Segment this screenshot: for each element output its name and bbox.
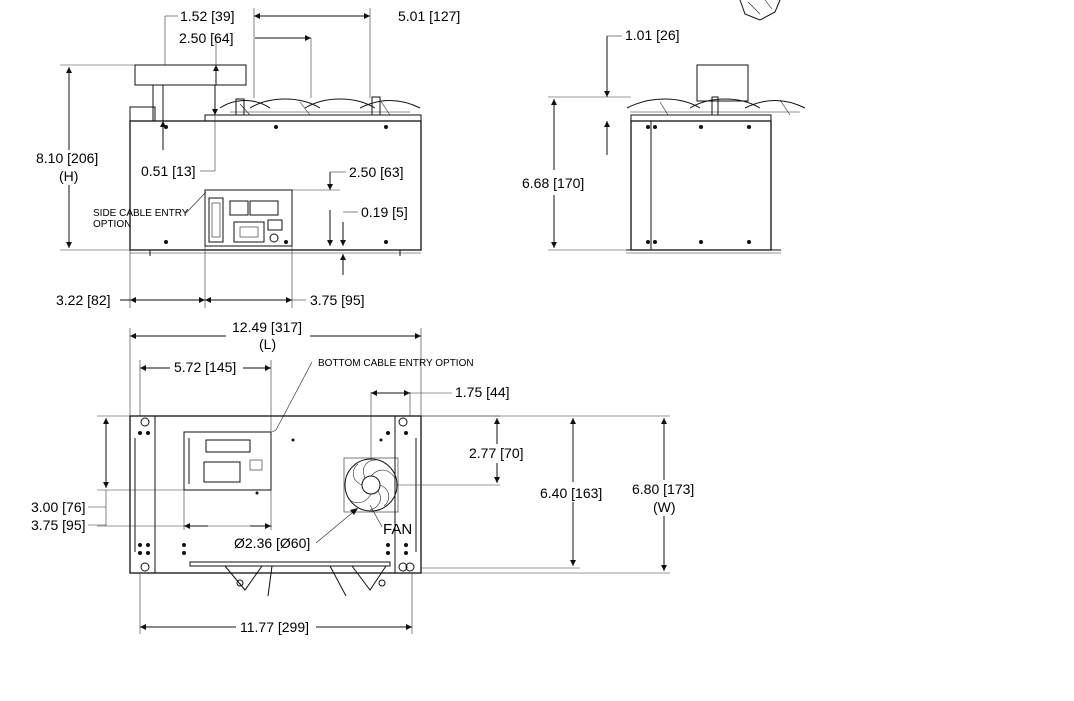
dim-top-fan-offset: 1.75 [44] [455, 384, 510, 400]
dim-front-height: 8.10 [206] [36, 150, 98, 166]
dim-front-ledge: 0.51 [13] [141, 163, 196, 179]
dim-top-length: 12.49 [317] [232, 319, 302, 335]
label-side-cable-line1: SIDE CABLE ENTRY [93, 208, 189, 219]
dim-front-top-offset: 1.52 [39] [180, 8, 235, 24]
dim-side-top-gap: 1.01 [26] [625, 27, 680, 43]
dim-front-left-offset: 3.22 [82] [56, 292, 111, 308]
screw-set-side [646, 125, 751, 244]
dim-front-foot: 0.19 [5] [361, 204, 408, 220]
dim-front-panel-height: 2.50 [63] [349, 164, 404, 180]
dim-top-panel-offset: 5.72 [145] [174, 359, 236, 375]
dim-side-height: 6.68 [170] [522, 175, 584, 191]
top-view: 12.49 [317] (L) 5.72 [145] BOTTOM CABLE … [31, 319, 694, 635]
screw-set-front [164, 125, 388, 244]
front-view: 1.52 [39] 5.01 [127] 2.50 [64] 8.10 [206… [36, 8, 460, 308]
label-side-cable-line2: OPTION [93, 219, 131, 230]
dim-fan-diameter: Ø2.36 [Ø60] [234, 535, 310, 551]
dim-top-width-symbol: (W) [653, 499, 676, 515]
fan-icon [343, 457, 399, 513]
dim-top-width: 6.80 [173] [632, 481, 694, 497]
dim-top-panel-y2: 3.75 [95] [31, 517, 86, 533]
dim-top-foot-span: 11.77 [299] [240, 619, 309, 635]
screw-set-top [138, 431, 408, 555]
side-view: 1.01 [26] 6.68 [170] [522, 0, 806, 254]
label-fan: FAN [383, 521, 412, 538]
dim-front-panel-width: 3.75 [95] [310, 292, 365, 308]
label-bottom-cable: BOTTOM CABLE ENTRY OPTION [318, 358, 474, 369]
dim-top-length-symbol: (L) [259, 336, 276, 352]
dim-front-handle: 2.50 [64] [179, 30, 234, 46]
dim-top-fan-center: 2.77 [70] [469, 445, 524, 461]
dim-top-inner-width: 6.40 [163] [540, 485, 602, 501]
dim-top-panel-y1: 3.00 [76] [31, 499, 86, 515]
dim-front-height-symbol: (H) [59, 168, 78, 184]
dim-front-top-width: 5.01 [127] [398, 8, 460, 24]
